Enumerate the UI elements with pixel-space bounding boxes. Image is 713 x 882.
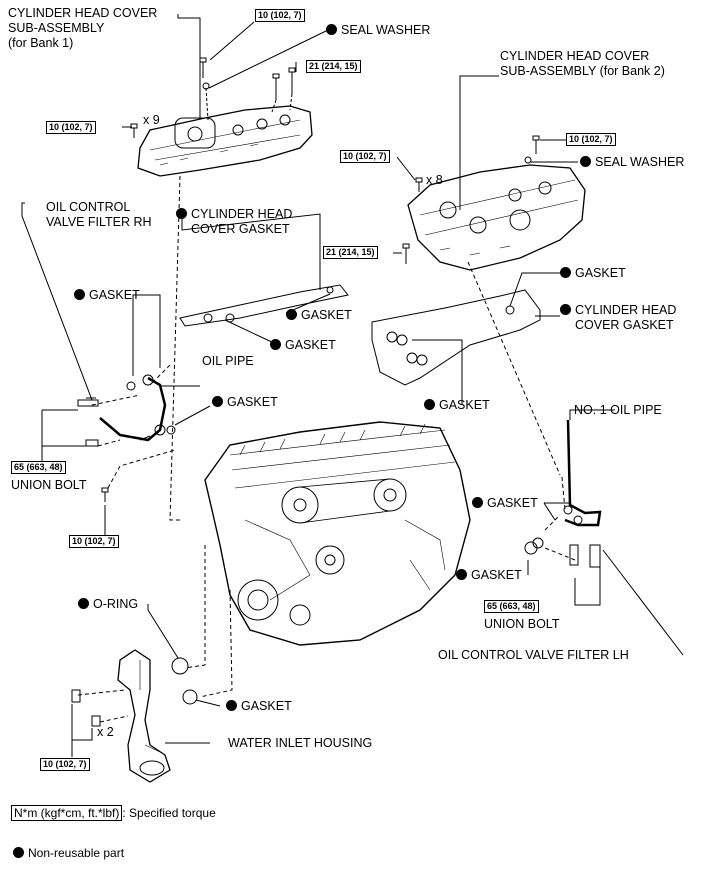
gasket-i-text: GASKET (241, 699, 292, 713)
label-seal-washer-2: SEAL WASHER (580, 155, 684, 170)
label-gasket-f: GASKET (424, 398, 490, 413)
label-gasket-i: GASKET (226, 699, 292, 714)
label-cylinder-head-cover-gasket-2: CYLINDER HEAD COVER GASKET (560, 303, 676, 333)
non-reusable-dot-icon (78, 598, 89, 609)
legend-torque-box: N*m (kgf*cm, ft.*lbf) (11, 805, 123, 821)
gasket-h-text: GASKET (471, 568, 522, 582)
label-oil-pipe: OIL PIPE (202, 354, 254, 368)
oil-pipe-rh (99, 374, 176, 442)
o-ring-text: O-RING (93, 597, 139, 611)
label-gasket-d: GASKET (212, 395, 278, 410)
torque-box-3: 10 (102, 7) (46, 121, 96, 134)
non-reusable-dot-icon (560, 267, 571, 278)
engine-block (204, 421, 471, 646)
label-gasket-h: GASKET (456, 568, 522, 583)
label-union-bolt-1: UNION BOLT (11, 478, 87, 492)
label-gasket-e: GASKET (560, 266, 626, 281)
gasket-f-text: GASKET (439, 398, 490, 412)
legend-non-reusable-text: Non-reusable part (28, 846, 125, 860)
label-x9: x 9 (143, 113, 160, 127)
torque-box-10: 10 (102, 7) (40, 758, 90, 771)
torque-box-2: 21 (214, 15) (306, 60, 361, 73)
gasket-b-text: GASKET (301, 308, 352, 322)
label-x2: x 2 (97, 725, 114, 739)
non-reusable-dot-icon (176, 208, 187, 219)
torque-box-5: 10 (102, 7) (340, 150, 390, 163)
reference-lines (77, 175, 576, 723)
non-reusable-dot-icon (270, 339, 281, 350)
cylinder-head-cover-gasket-bank2 (371, 289, 541, 386)
label-water-inlet-housing: WATER INLET HOUSING (228, 736, 373, 750)
cylinder-head-cover-bank2 (407, 164, 586, 271)
gasket-a-text: GASKET (89, 288, 140, 302)
non-reusable-dot-icon (212, 396, 223, 407)
cylinder-head-cover-bank1 (137, 105, 313, 177)
gasket-d-text: GASKET (227, 395, 278, 409)
gasket-e-text: GASKET (575, 266, 626, 280)
label-gasket-b: GASKET (286, 308, 352, 323)
non-reusable-dot-icon (326, 24, 337, 35)
cylinder-head-cover-gasket-2-text: CYLINDER HEAD COVER GASKET (575, 303, 677, 332)
non-reusable-dot-icon (424, 399, 435, 410)
label-gasket-g: GASKET (472, 496, 538, 511)
torque-box-1: 10 (102, 7) (255, 9, 305, 22)
no1-oil-pipe-lh (524, 419, 602, 568)
label-cylinder-head-cover-gasket-1: CYLINDER HEAD COVER GASKET (176, 207, 292, 237)
bolts-bank1 (130, 57, 296, 138)
label-no1-oil-pipe: NO. 1 OIL PIPE (574, 403, 662, 417)
label-cylinder-head-cover-bank2: CYLINDER HEAD COVER SUB-ASSEMBLY (for Ba… (500, 49, 665, 78)
label-ocv-filter-rh: OIL CONTROL VALVE FILTER RH (46, 200, 152, 229)
non-reusable-dot-icon (560, 304, 571, 315)
label-ocv-filter-lh: OIL CONTROL VALVE FILTER LH (438, 648, 629, 662)
torque-box-6: 21 (214, 15) (323, 246, 378, 259)
non-reusable-dot-icon (286, 309, 297, 320)
non-reusable-dot-icon (472, 497, 483, 508)
legend-specified-torque: N*m (kgf*cm, ft.*lbf): Specified torque (11, 805, 216, 821)
non-reusable-dot-icon (580, 156, 591, 167)
non-reusable-dot-icon (456, 569, 467, 580)
bolts-bank2 (402, 135, 540, 264)
torque-box-7: 65 (663, 48) (11, 461, 66, 474)
label-gasket-c: GASKET (270, 338, 336, 353)
seal-washer-1-text: SEAL WASHER (341, 23, 431, 37)
label-cylinder-head-cover-bank1: CYLINDER HEAD COVER SUB-ASSEMBLY (for Ba… (8, 6, 158, 50)
label-gasket-a: GASKET (74, 288, 140, 303)
legend-torque-text: : Specified torque (122, 806, 216, 820)
gasket-g-text: GASKET (487, 496, 538, 510)
gasket-c-text: GASKET (285, 338, 336, 352)
non-reusable-dot-icon (74, 289, 85, 300)
water-inlet-housing (71, 649, 198, 783)
non-reusable-dot-icon (13, 847, 24, 858)
label-seal-washer-1: SEAL WASHER (326, 23, 430, 38)
non-reusable-dot-icon (226, 700, 237, 711)
torque-box-9: 65 (663, 48) (484, 600, 539, 613)
label-union-bolt-2: UNION BOLT (484, 617, 560, 631)
cylinder-head-cover-gasket-1-text: CYLINDER HEAD COVER GASKET (191, 207, 293, 236)
torque-box-8: 10 (102, 7) (69, 535, 119, 548)
torque-box-4: 10 (102, 7) (566, 133, 616, 146)
label-o-ring: O-RING (78, 597, 138, 612)
legend-non-reusable: Non-reusable part (13, 846, 124, 861)
label-x8: x 8 (426, 173, 443, 187)
seal-washer-2-text: SEAL WASHER (595, 155, 685, 169)
